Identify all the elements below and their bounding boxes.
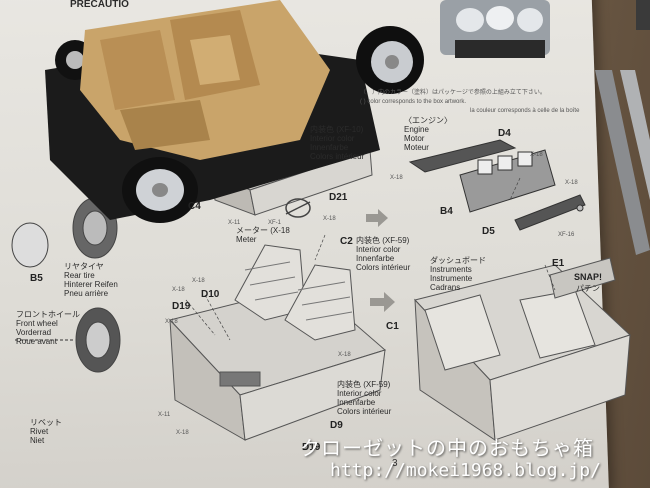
paint-code-x18-i: X-18 (338, 352, 351, 358)
interior-color-jp: 内装色 (XF-10) (310, 125, 364, 134)
interior-color-fr: Colors intérieur (310, 152, 365, 161)
model-interior-tub (80, 0, 330, 160)
paint-code-x11: X-11 (228, 220, 241, 226)
interior-color-en: Interior color (310, 134, 355, 143)
front-wheel-de: Vorderrad (16, 328, 52, 337)
model-front-wheel (122, 157, 198, 223)
part-code-c4: C4 (188, 201, 201, 212)
part-code-d4: D4 (498, 128, 511, 139)
rivet-jp: リベット (30, 418, 62, 427)
part-code-d19a: D19 (172, 301, 191, 312)
snap-label: SNAP! (574, 272, 603, 282)
model-rear-wheel (356, 26, 424, 94)
paint-code-xf16: XF-16 (558, 232, 575, 238)
dash-label-jp: ダッシュボード (430, 256, 486, 265)
engine-drawing (408, 139, 586, 231)
dash-label-de: Instrumente (430, 274, 473, 283)
meter-label-jp: メーター (X-18 (236, 226, 290, 235)
rear-tire-fr: Pneu arrière (64, 289, 109, 298)
paint-code-x18-f: X-18 (172, 287, 185, 293)
seat-color-jp: 内装色 (XF-59) (356, 236, 410, 245)
seat-color-en: Interior color (356, 245, 401, 254)
part-code-b5: B5 (30, 273, 43, 284)
front-wheel-fr: Roue avant (16, 337, 57, 346)
snap-label-jp: パチン (576, 284, 600, 293)
front-wheel-jp: フロントホイール (16, 310, 80, 319)
front-wheel-en: Front wheel (16, 319, 58, 328)
paint-code-x18-a: X-18 (530, 152, 543, 158)
step-intro-jp: （ ）内のカラー（塗料）はパッケージで参照の上組み立て下さい。 (360, 90, 546, 96)
part-code-d19b: D19 (302, 442, 321, 453)
tire-drawings (11, 197, 121, 373)
floor-color-de: Innenfarbe (337, 398, 376, 407)
step-arrows (366, 209, 395, 312)
rear-tire-jp: リヤタイヤ (64, 262, 104, 271)
rivet-en: Rivet (30, 427, 49, 436)
interior-color-de: Innenfarbe (310, 143, 349, 152)
dash-label-fr: Cadrans (430, 283, 461, 292)
page-number: 3 (392, 458, 398, 469)
engine-label-en: Engine (404, 125, 429, 134)
paint-code-x11-b: X-11 (158, 412, 171, 418)
model-tools (595, 0, 650, 255)
floor-color-fr: Colors intérieur (337, 407, 392, 416)
paint-code-x18-d: X-18 (323, 216, 336, 222)
part-code-d10: D10 (201, 289, 220, 300)
paint-code-xf1: XF-1 (268, 220, 282, 226)
paint-code-x18-b: X-18 (390, 175, 403, 181)
watermark-title: クローゼットの中のおもちゃ箱 (300, 436, 594, 460)
floor-color-en: Interior color (337, 389, 382, 398)
part-code-c1: C1 (386, 321, 399, 332)
paint-code-x18-c: X-18 (565, 180, 578, 186)
engine-label-jp: 〈エンジン〉 (404, 116, 452, 125)
engine-label-fr: Moteur (404, 143, 429, 152)
steering-wheel-drawing (285, 198, 311, 218)
model-chrome-engine (440, 0, 550, 58)
rivet-de: Niet (30, 436, 45, 445)
meter-label-en: Meter (236, 235, 257, 244)
part-code-c2: C2 (340, 236, 353, 247)
paint-code-x18-h: X-18 (176, 430, 189, 436)
part-code-d5: D5 (482, 226, 495, 237)
engine-label-de: Motor (404, 134, 425, 143)
watermark-url: http://mokei1968.blog.jp/ (330, 460, 601, 481)
assembled-interior-drawing (414, 257, 631, 441)
rear-tire-de: Hinterer Reifen (64, 280, 118, 289)
interior-tub-drawing (169, 244, 387, 441)
guide-lines (185, 177, 556, 341)
rear-tire-en: Rear tire (64, 271, 95, 280)
step-intro-fr: la couleur corresponds à celle de la boî… (470, 108, 580, 114)
part-code-d21: D21 (329, 192, 348, 203)
seat-color-de: Innenfarbe (356, 254, 395, 263)
part-code-b4: B4 (440, 206, 453, 217)
dash-label-en: Instruments (430, 265, 472, 274)
paint-code-x18-e: X-18 (192, 278, 205, 284)
step-intro-en: ( ) color corresponds to the box artwork… (360, 99, 467, 105)
part-code-d9: D9 (330, 420, 343, 431)
floor-color-jp: 内装色 (XF-59) (337, 380, 391, 389)
paint-code-x18-g: X-18 (165, 319, 178, 325)
part-code-e1: E1 (552, 258, 565, 269)
seat-color-fr: Colors intérieur (356, 263, 411, 272)
header-precautions: PRECAUTIO (70, 0, 129, 10)
